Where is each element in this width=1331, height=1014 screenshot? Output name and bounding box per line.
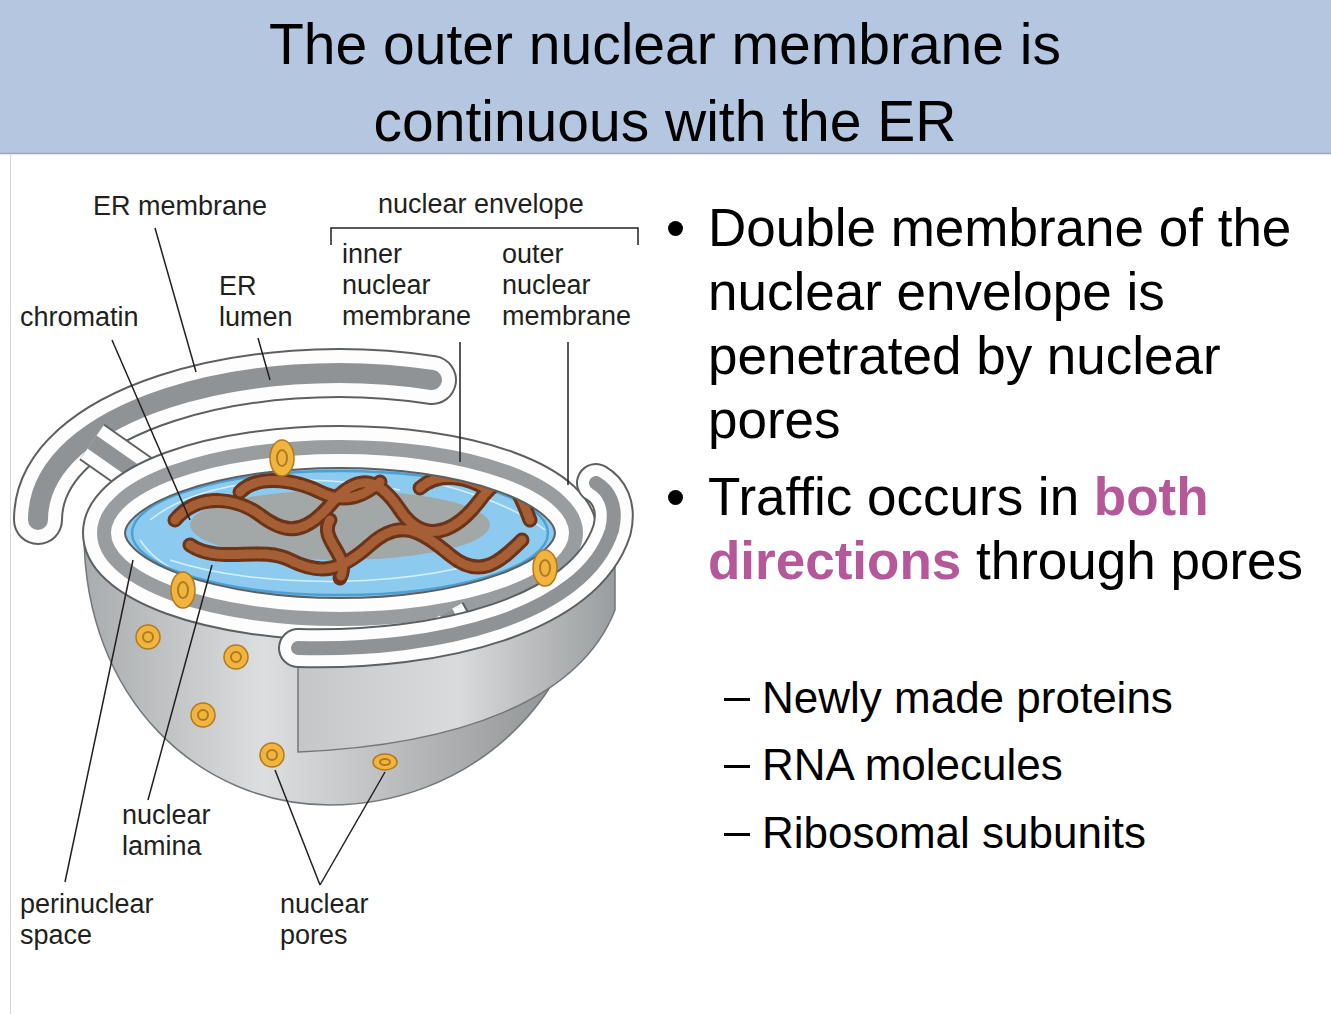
pore-ring bbox=[224, 645, 248, 669]
pore-channel bbox=[143, 632, 153, 642]
pore-channel bbox=[277, 450, 287, 466]
pore-channel bbox=[267, 750, 277, 760]
pore-ring bbox=[260, 743, 284, 767]
nuclear-pore bbox=[270, 440, 294, 476]
pore-ring bbox=[270, 440, 294, 476]
bullet-text: through pores bbox=[976, 531, 1303, 590]
leader-line bbox=[112, 340, 190, 520]
bullet-text: Double membrane of the nuclear envelope … bbox=[708, 196, 1308, 452]
leader-line bbox=[459, 342, 461, 462]
part-label: inner nuclear membrane bbox=[342, 239, 471, 332]
pore-ring bbox=[136, 625, 160, 649]
leader-line bbox=[148, 565, 212, 800]
chromatin-coil bbox=[240, 480, 380, 498]
er-outline bbox=[298, 483, 614, 648]
bullet-dot bbox=[668, 490, 683, 505]
part-label: ER membrane bbox=[93, 191, 267, 222]
pore-ring bbox=[533, 550, 557, 586]
part-label: nuclear lamina bbox=[122, 800, 211, 862]
nuclear-lamina bbox=[132, 471, 548, 595]
nuclear-pores bbox=[136, 440, 557, 770]
chromatin-coil bbox=[175, 482, 530, 532]
pore-channel bbox=[380, 759, 390, 765]
nuclear-pore bbox=[533, 550, 557, 586]
sub-bullet-text: Ribosomal subunits bbox=[762, 799, 1146, 866]
slide-title: The outer nuclear membrane is continuous… bbox=[165, 6, 1165, 160]
chromatin-coil bbox=[190, 530, 522, 569]
sub-bullet-text: Newly made proteins bbox=[762, 664, 1173, 731]
part-label: ER lumen bbox=[219, 271, 293, 333]
pore-channel bbox=[231, 652, 241, 662]
envelope-membranes bbox=[104, 447, 576, 619]
bullet-dot bbox=[668, 221, 683, 236]
chromatin-coil bbox=[327, 520, 342, 578]
nuclear-pore bbox=[171, 572, 195, 608]
sub-bullet-dash bbox=[724, 833, 750, 836]
sub-bullet-dash bbox=[724, 765, 750, 768]
pore-ring bbox=[171, 572, 195, 608]
part-label: nuclear pores bbox=[280, 889, 369, 951]
bullet-text: Traffic occurs in bbox=[708, 467, 1079, 526]
nucleoplasm-texture bbox=[140, 480, 545, 590]
pore-ring bbox=[191, 703, 215, 727]
leader-lines bbox=[65, 228, 638, 885]
part-label: perinuclear space bbox=[20, 889, 154, 951]
sub-bullet-text: RNA molecules bbox=[762, 731, 1063, 798]
chromatin-coils bbox=[175, 477, 530, 578]
sub-bullet-dash bbox=[724, 698, 750, 701]
nuclear-pore bbox=[373, 754, 397, 770]
leader-line bbox=[155, 228, 196, 372]
pore-ring bbox=[373, 754, 397, 770]
leader-line bbox=[567, 342, 569, 485]
er-membrane bbox=[298, 483, 614, 648]
leader-line bbox=[320, 772, 385, 885]
part-label: chromatin bbox=[20, 302, 139, 333]
pore-channel bbox=[198, 710, 208, 720]
chromatin-fibre bbox=[190, 530, 522, 569]
nuclear-pore bbox=[224, 645, 248, 669]
nuclear-pore bbox=[191, 703, 215, 727]
perinuclear-space bbox=[104, 447, 576, 619]
part-label: nuclear envelope bbox=[378, 189, 584, 220]
leader-line bbox=[275, 770, 320, 885]
er-lumen bbox=[298, 483, 614, 648]
pore-channel bbox=[540, 560, 550, 576]
nuclear-pore bbox=[136, 625, 160, 649]
slide-edge bbox=[10, 154, 11, 1014]
envelope-outline bbox=[104, 447, 576, 619]
chromatin-fibres bbox=[175, 477, 530, 578]
bullet-paragraph: Traffic occurs in both directions throug… bbox=[708, 465, 1308, 593]
nuclear-pore bbox=[260, 743, 284, 767]
pore-channel bbox=[178, 582, 188, 598]
part-label: outer nuclear membrane bbox=[502, 239, 631, 332]
chromatin bbox=[175, 477, 530, 578]
leader-line bbox=[258, 338, 270, 380]
